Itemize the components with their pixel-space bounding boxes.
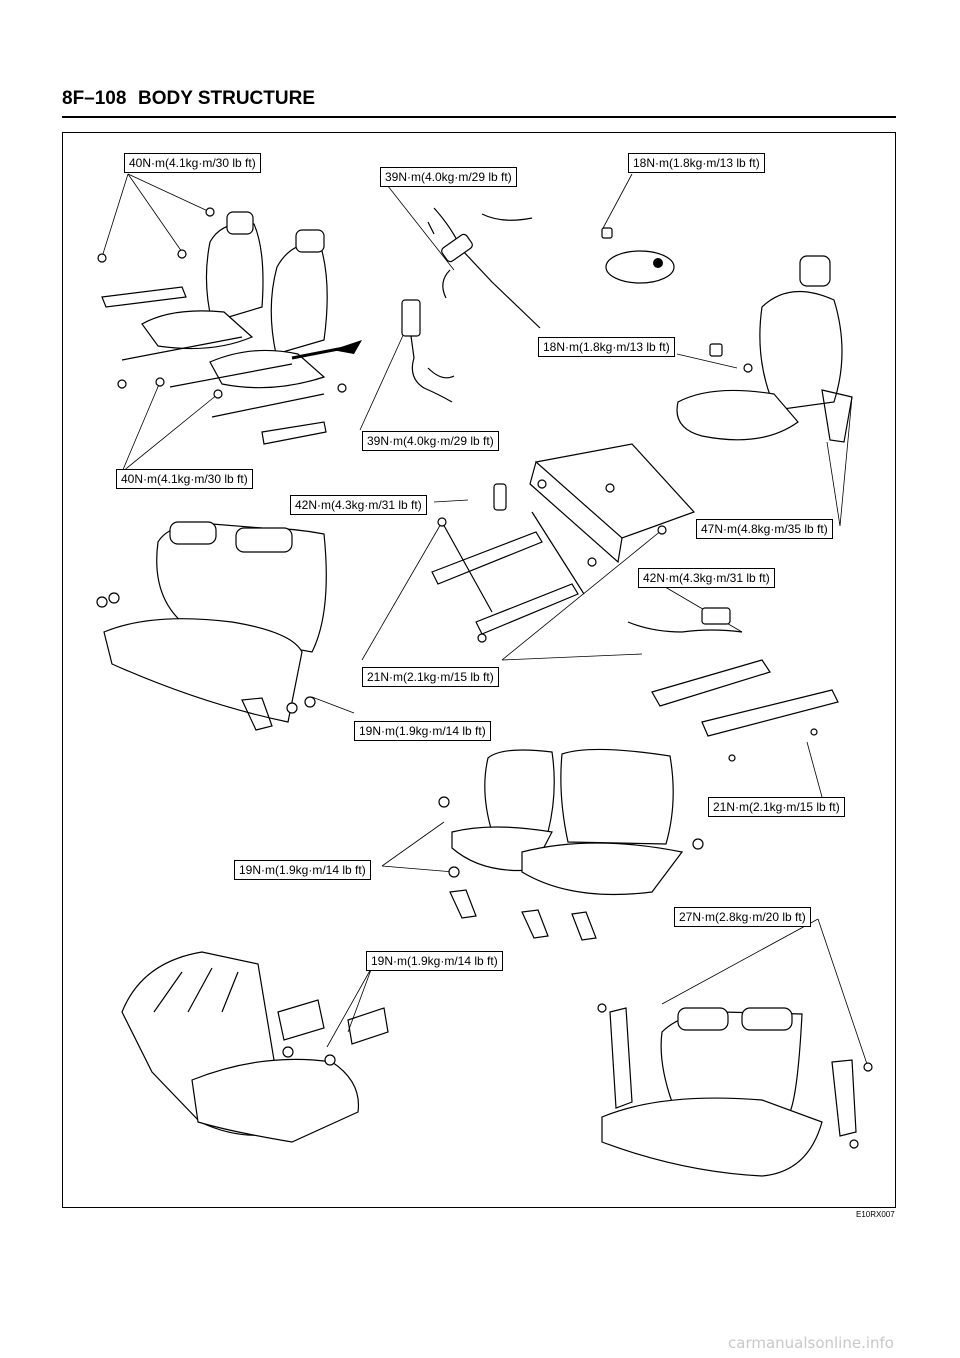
right-front-seat xyxy=(601,227,853,443)
torque-callout: 39N·m(4.0kg·m/29 lb ft) xyxy=(380,167,517,187)
page-header: 8F–108 BODY STRUCTURE xyxy=(62,86,896,118)
front-seat-pair xyxy=(97,207,362,445)
torque-callout: 39N·m(4.0kg·m/29 lb ft) xyxy=(362,431,499,451)
torque-callout: 18N·m(1.8kg·m/13 lb ft) xyxy=(628,153,765,173)
seat-rail-frame xyxy=(431,443,696,643)
torque-callout: 42N·m(4.3kg·m/31 lb ft) xyxy=(290,495,427,515)
torque-callout: 19N·m(1.9kg·m/14 lb ft) xyxy=(366,951,503,971)
seat-assembly-illustration xyxy=(96,173,873,1177)
torque-callout: 40N·m(4.1kg·m/30 lb ft) xyxy=(116,469,253,489)
seatbelt-buckle-lower xyxy=(401,299,455,403)
seatbelt-buckle-upper xyxy=(427,207,541,329)
folding-third-row-seat xyxy=(121,951,389,1143)
section-title: BODY STRUCTURE xyxy=(138,88,315,109)
figure-code: E10RX007 xyxy=(856,1210,895,1219)
torque-callout: 27N·m(2.8kg·m/20 lb ft) xyxy=(674,907,811,927)
rear-bench-with-hinges xyxy=(597,1003,873,1177)
side-seat-rail xyxy=(627,607,839,762)
rear-bench-seat xyxy=(96,521,327,731)
torque-callout: 40N·m(4.1kg·m/30 lb ft) xyxy=(124,153,261,173)
watermark: carmanualsonline.info xyxy=(728,1334,894,1352)
torque-callout: 18N·m(1.8kg·m/13 lb ft) xyxy=(538,337,675,357)
torque-callout: 19N·m(1.9kg·m/14 lb ft) xyxy=(354,721,491,741)
second-row-split-seats xyxy=(438,748,704,941)
leader-lines xyxy=(101,173,869,1068)
torque-callout: 42N·m(4.3kg·m/31 lb ft) xyxy=(638,568,775,588)
page-number: 8F–108 xyxy=(62,88,127,109)
torque-callout: 19N·m(1.9kg·m/14 lb ft) xyxy=(234,860,371,880)
torque-callout: 21N·m(2.1kg·m/15 lb ft) xyxy=(362,667,499,687)
diagram-frame xyxy=(62,132,896,1208)
torque-callout: 47N·m(4.8kg·m/35 lb ft) xyxy=(696,519,833,539)
torque-callout: 21N·m(2.1kg·m/15 lb ft) xyxy=(708,797,845,817)
